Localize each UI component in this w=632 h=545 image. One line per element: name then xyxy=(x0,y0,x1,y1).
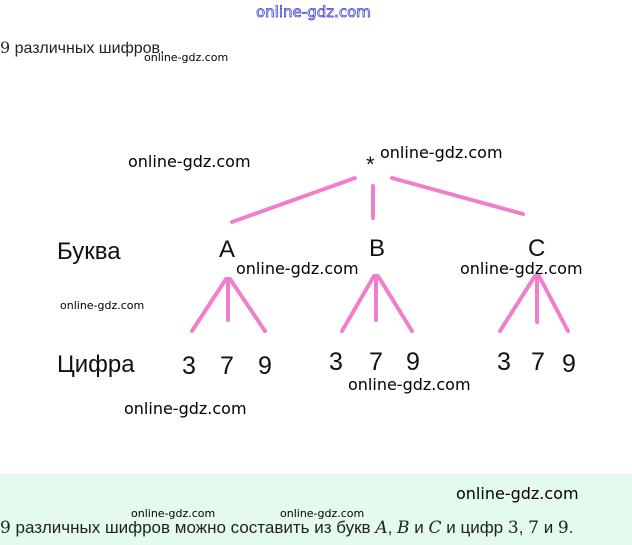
answer-band xyxy=(0,474,632,545)
answer-part: , xyxy=(387,518,398,537)
intro-text: 9 различных шифров. xyxy=(0,38,164,58)
watermark: online-gdz.com xyxy=(128,152,251,171)
letter-a: A xyxy=(219,236,236,263)
answer-part: . xyxy=(568,518,574,537)
tree-root: * xyxy=(366,152,375,177)
answer-letter-b: B xyxy=(397,518,410,538)
watermark: online-gdz.com xyxy=(236,259,359,278)
answer-part: различных шифров можно составить из букв xyxy=(10,518,376,537)
watermark: online-gdz.com xyxy=(131,507,216,520)
digit-b-9: 9 xyxy=(406,348,420,376)
watermark-top: online-gdz.com xyxy=(256,3,372,22)
branch-b-3 xyxy=(340,274,376,333)
digit-a-3: 3 xyxy=(182,352,196,380)
branch-a-9 xyxy=(228,277,267,333)
digit-c-7: 7 xyxy=(531,348,545,376)
row-label-letters: Буква xyxy=(57,238,121,265)
answer-text: 9 различных шифров можно составить из бу… xyxy=(0,518,573,538)
watermark: online-gdz.com xyxy=(124,399,247,418)
answer-part: и xyxy=(409,518,429,537)
answer-digit: 9 xyxy=(557,518,569,538)
digit-a-7: 7 xyxy=(220,352,234,380)
answer-part: , xyxy=(518,518,529,537)
watermark: online-gdz.com xyxy=(380,143,503,162)
watermark: online-gdz.com xyxy=(280,507,365,520)
digit-c-9: 9 xyxy=(562,350,576,378)
branch-root-c xyxy=(390,176,525,216)
intro-label: различных шифров. xyxy=(10,40,165,57)
watermark: online-gdz.com xyxy=(348,375,471,394)
answer-part: и xyxy=(538,518,558,537)
watermark: online-gdz.com xyxy=(144,51,229,64)
letter-c: C xyxy=(528,235,546,262)
digit-c-3: 3 xyxy=(497,348,511,376)
digit-b-3: 3 xyxy=(329,348,343,376)
letter-b: B xyxy=(369,235,386,262)
answer-letter-c: C xyxy=(428,518,442,538)
watermark: online-gdz.com xyxy=(460,259,583,278)
intro-count: 9 xyxy=(0,38,11,57)
answer-digit: 7 xyxy=(528,518,539,538)
branch-a-3 xyxy=(190,277,228,333)
watermark: online-gdz.com xyxy=(456,484,579,503)
answer-digit: 3 xyxy=(507,518,519,538)
answer-part: и цифр xyxy=(441,518,508,537)
digit-b-7: 7 xyxy=(369,348,383,376)
watermark: online-gdz.com xyxy=(60,299,145,312)
answer-letter-a: A xyxy=(375,518,388,538)
branch-root-a xyxy=(230,176,357,224)
digit-a-9: 9 xyxy=(258,352,272,380)
row-label-digits: Цифра xyxy=(57,351,135,378)
branch-c-3 xyxy=(498,274,537,333)
branch-c-9 xyxy=(537,274,570,333)
branch-b-9 xyxy=(376,274,414,333)
answer-count: 9 xyxy=(0,518,11,538)
